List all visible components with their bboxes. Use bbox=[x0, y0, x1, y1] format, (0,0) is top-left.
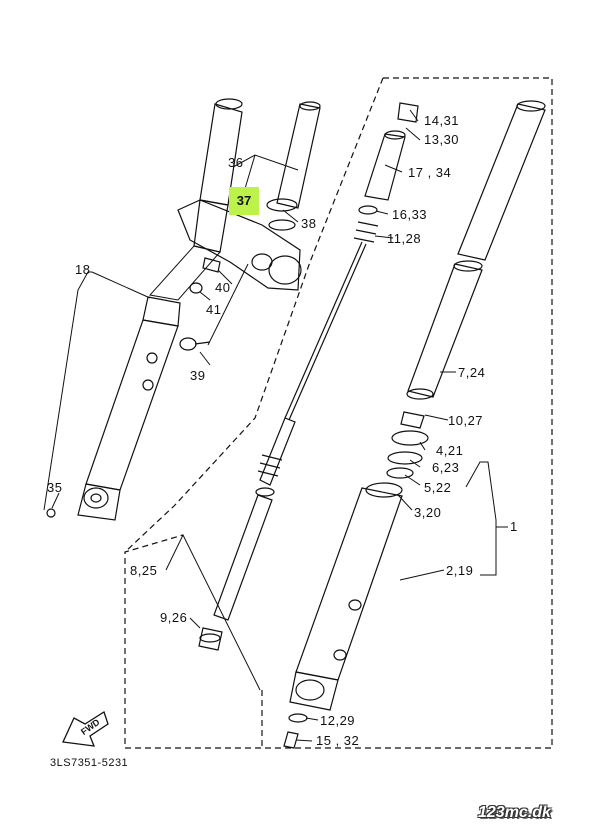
highlight-box bbox=[229, 187, 259, 215]
label-36[interactable]: 36 bbox=[228, 155, 244, 170]
leader-lines bbox=[43, 109, 508, 742]
label-13-30[interactable]: 13,30 bbox=[424, 132, 460, 147]
label-1[interactable]: 1 bbox=[510, 519, 518, 534]
label-16-33[interactable]: 16,33 bbox=[392, 207, 428, 222]
label-4-21[interactable]: 4,21 bbox=[436, 443, 464, 458]
label-2-19[interactable]: 2,19 bbox=[446, 563, 474, 578]
assembly-boundary bbox=[124, 77, 553, 749]
damper-rod-assembly bbox=[198, 241, 367, 651]
label-40[interactable]: 40 bbox=[215, 280, 231, 295]
label-17-34[interactable]: 17 , 34 bbox=[408, 165, 452, 180]
right-fork-upper bbox=[353, 100, 546, 400]
diagram-code: 3LS7351-5231 bbox=[50, 757, 129, 769]
left-fork-leg bbox=[77, 98, 243, 521]
label-38[interactable]: 38 bbox=[301, 216, 317, 231]
label-12-29[interactable]: 12,29 bbox=[320, 713, 356, 728]
label-39[interactable]: 39 bbox=[190, 368, 206, 383]
label-10-27[interactable]: 10,27 bbox=[448, 413, 484, 428]
label-15-32[interactable]: 15 , 32 bbox=[316, 733, 360, 748]
label-11-28[interactable]: 11,28 bbox=[387, 231, 422, 246]
label-41[interactable]: 41 bbox=[206, 302, 222, 317]
label-18[interactable]: 18 bbox=[75, 262, 91, 277]
label-5-22[interactable]: 5,22 bbox=[424, 480, 452, 495]
label-7-24[interactable]: 7,24 bbox=[458, 365, 486, 380]
watermark: 123mc.dk bbox=[478, 804, 551, 821]
steering-stem bbox=[46, 101, 321, 518]
fwd-arrow bbox=[62, 711, 109, 747]
label-8-25[interactable]: 8,25 bbox=[130, 563, 158, 578]
label-37-highlighted[interactable]: 37 bbox=[236, 193, 252, 208]
right-fork-lower bbox=[283, 411, 429, 749]
label-3-20[interactable]: 3,20 bbox=[414, 505, 442, 520]
label-9-26[interactable]: 9,26 bbox=[160, 610, 188, 625]
label-14-31[interactable]: 14,31 bbox=[424, 113, 460, 128]
label-6-23[interactable]: 6,23 bbox=[432, 460, 460, 475]
label-35[interactable]: 35 bbox=[47, 480, 63, 495]
